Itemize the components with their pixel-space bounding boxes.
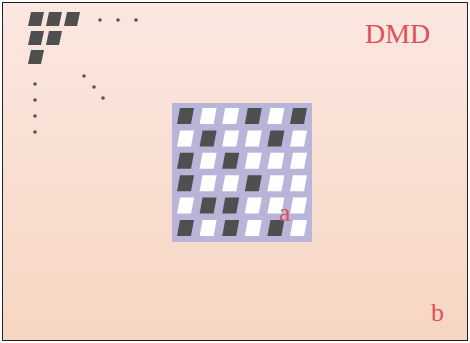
- micromirror: [28, 12, 44, 26]
- micromirror: [267, 108, 284, 124]
- micromirror: [222, 153, 239, 169]
- micromirror: [290, 130, 307, 146]
- region-label: a: [279, 200, 291, 226]
- micromirror: [177, 153, 194, 169]
- mirror-array: [172, 103, 312, 242]
- micromirror: [200, 220, 217, 236]
- micromirror: [46, 12, 62, 26]
- micromirror: [222, 108, 239, 124]
- micromirror: [28, 50, 44, 64]
- micromirror: [177, 175, 194, 191]
- micromirror: [267, 175, 284, 191]
- micromirror: [222, 130, 239, 146]
- micromirror: [245, 175, 262, 191]
- micromirror: [290, 153, 307, 169]
- micromirror: [177, 220, 194, 236]
- micromirror: [177, 130, 194, 146]
- micromirror: [245, 198, 262, 214]
- micromirror: [290, 175, 307, 191]
- background-panel: [3, 3, 468, 341]
- micromirror: [28, 31, 44, 45]
- micromirror: [267, 153, 284, 169]
- micromirror: [290, 108, 307, 124]
- micromirror: [64, 12, 80, 26]
- micromirror: [245, 130, 262, 146]
- micromirror: [290, 220, 307, 236]
- micromirror: [200, 108, 217, 124]
- micromirror: [245, 220, 262, 236]
- continuation-dots: [33, 18, 138, 134]
- micromirrors: [28, 12, 307, 236]
- panel-label: b: [431, 300, 444, 326]
- micromirror: [200, 198, 217, 214]
- micromirror: [46, 31, 62, 45]
- micromirror: [222, 220, 239, 236]
- micromirror: [200, 130, 217, 146]
- micromirror: [177, 198, 194, 214]
- micromirror: [200, 175, 217, 191]
- micromirror: [290, 198, 307, 214]
- micromirror: [267, 130, 284, 146]
- device-title: DMD: [365, 20, 430, 48]
- micromirror: [200, 153, 217, 169]
- micromirror: [177, 108, 194, 124]
- micromirror: [245, 153, 262, 169]
- micromirror: [222, 198, 239, 214]
- micromirror: [222, 175, 239, 191]
- micromirror: [245, 108, 262, 124]
